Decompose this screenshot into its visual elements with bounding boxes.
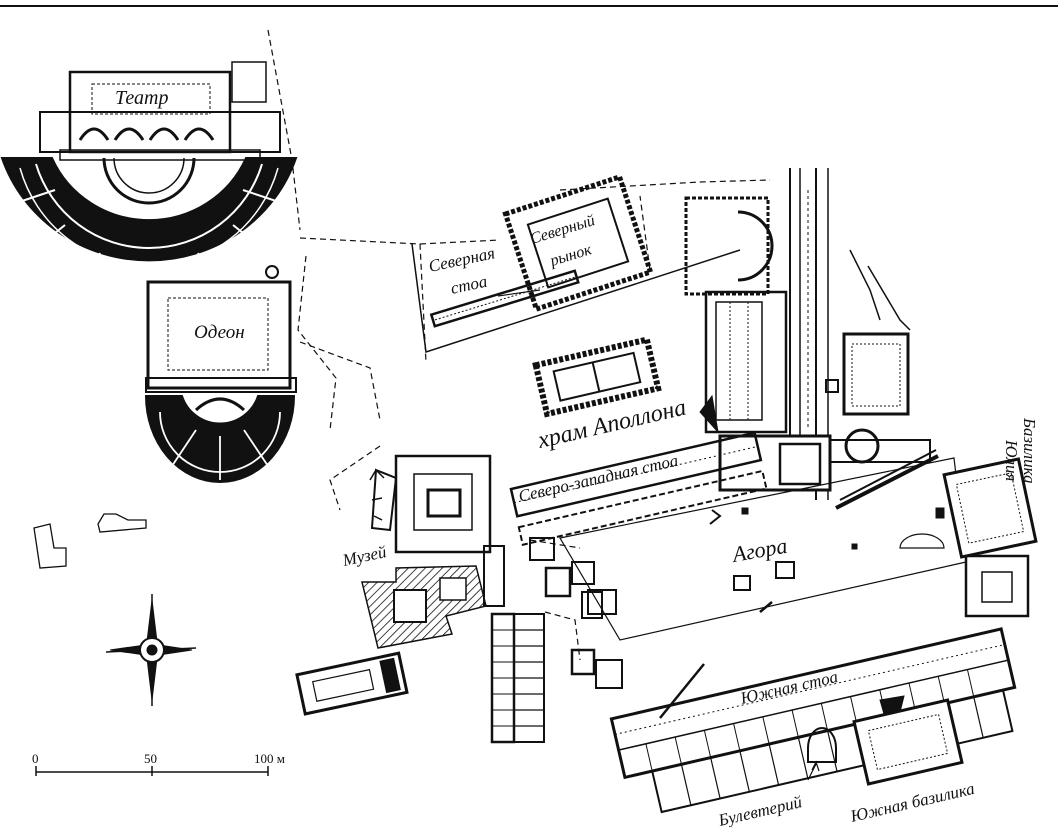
scale-tick-50: 50 — [144, 751, 157, 766]
northwest-stoa-building — [509, 431, 768, 546]
julia-basilica-building — [935, 457, 1038, 618]
label-temple-apollo: храм Аполлона — [535, 395, 689, 455]
compass-rose-icon — [105, 594, 197, 706]
temple-of-apollo — [532, 335, 719, 434]
label-julia-basilica-1: Базилика — [1020, 417, 1039, 484]
theatre-building — [0, 70, 298, 310]
southwest-temple — [295, 651, 409, 716]
museum-building — [361, 565, 487, 649]
label-south-basilica: Южная базилика — [848, 779, 977, 826]
small-ruin-fragments — [33, 513, 147, 569]
label-julia-basilica-2: Юлия — [1002, 439, 1021, 481]
south-basilica-building — [852, 698, 964, 786]
label-odeon: Одеон — [194, 322, 245, 343]
small-square-structure — [231, 61, 267, 103]
east-temple-complex — [684, 168, 939, 510]
scale-tick-100: 100 м — [254, 751, 285, 766]
north-stoa-building — [411, 243, 741, 353]
label-leader-lines — [497, 289, 820, 781]
scale-tick-0: 0 — [32, 751, 39, 766]
label-north-stoa-1: Северная — [427, 243, 497, 276]
north-market-building — [502, 173, 654, 313]
south-stoa-building — [609, 627, 1017, 814]
west-court-building — [369, 454, 492, 554]
odeon-building — [144, 265, 297, 483]
label-museum: Музей — [340, 542, 389, 570]
west-colonnade-street — [483, 537, 623, 744]
label-north-stoa-2: стоа — [449, 272, 489, 298]
label-theatre: Театр — [115, 87, 168, 109]
scale-bar — [35, 766, 269, 776]
